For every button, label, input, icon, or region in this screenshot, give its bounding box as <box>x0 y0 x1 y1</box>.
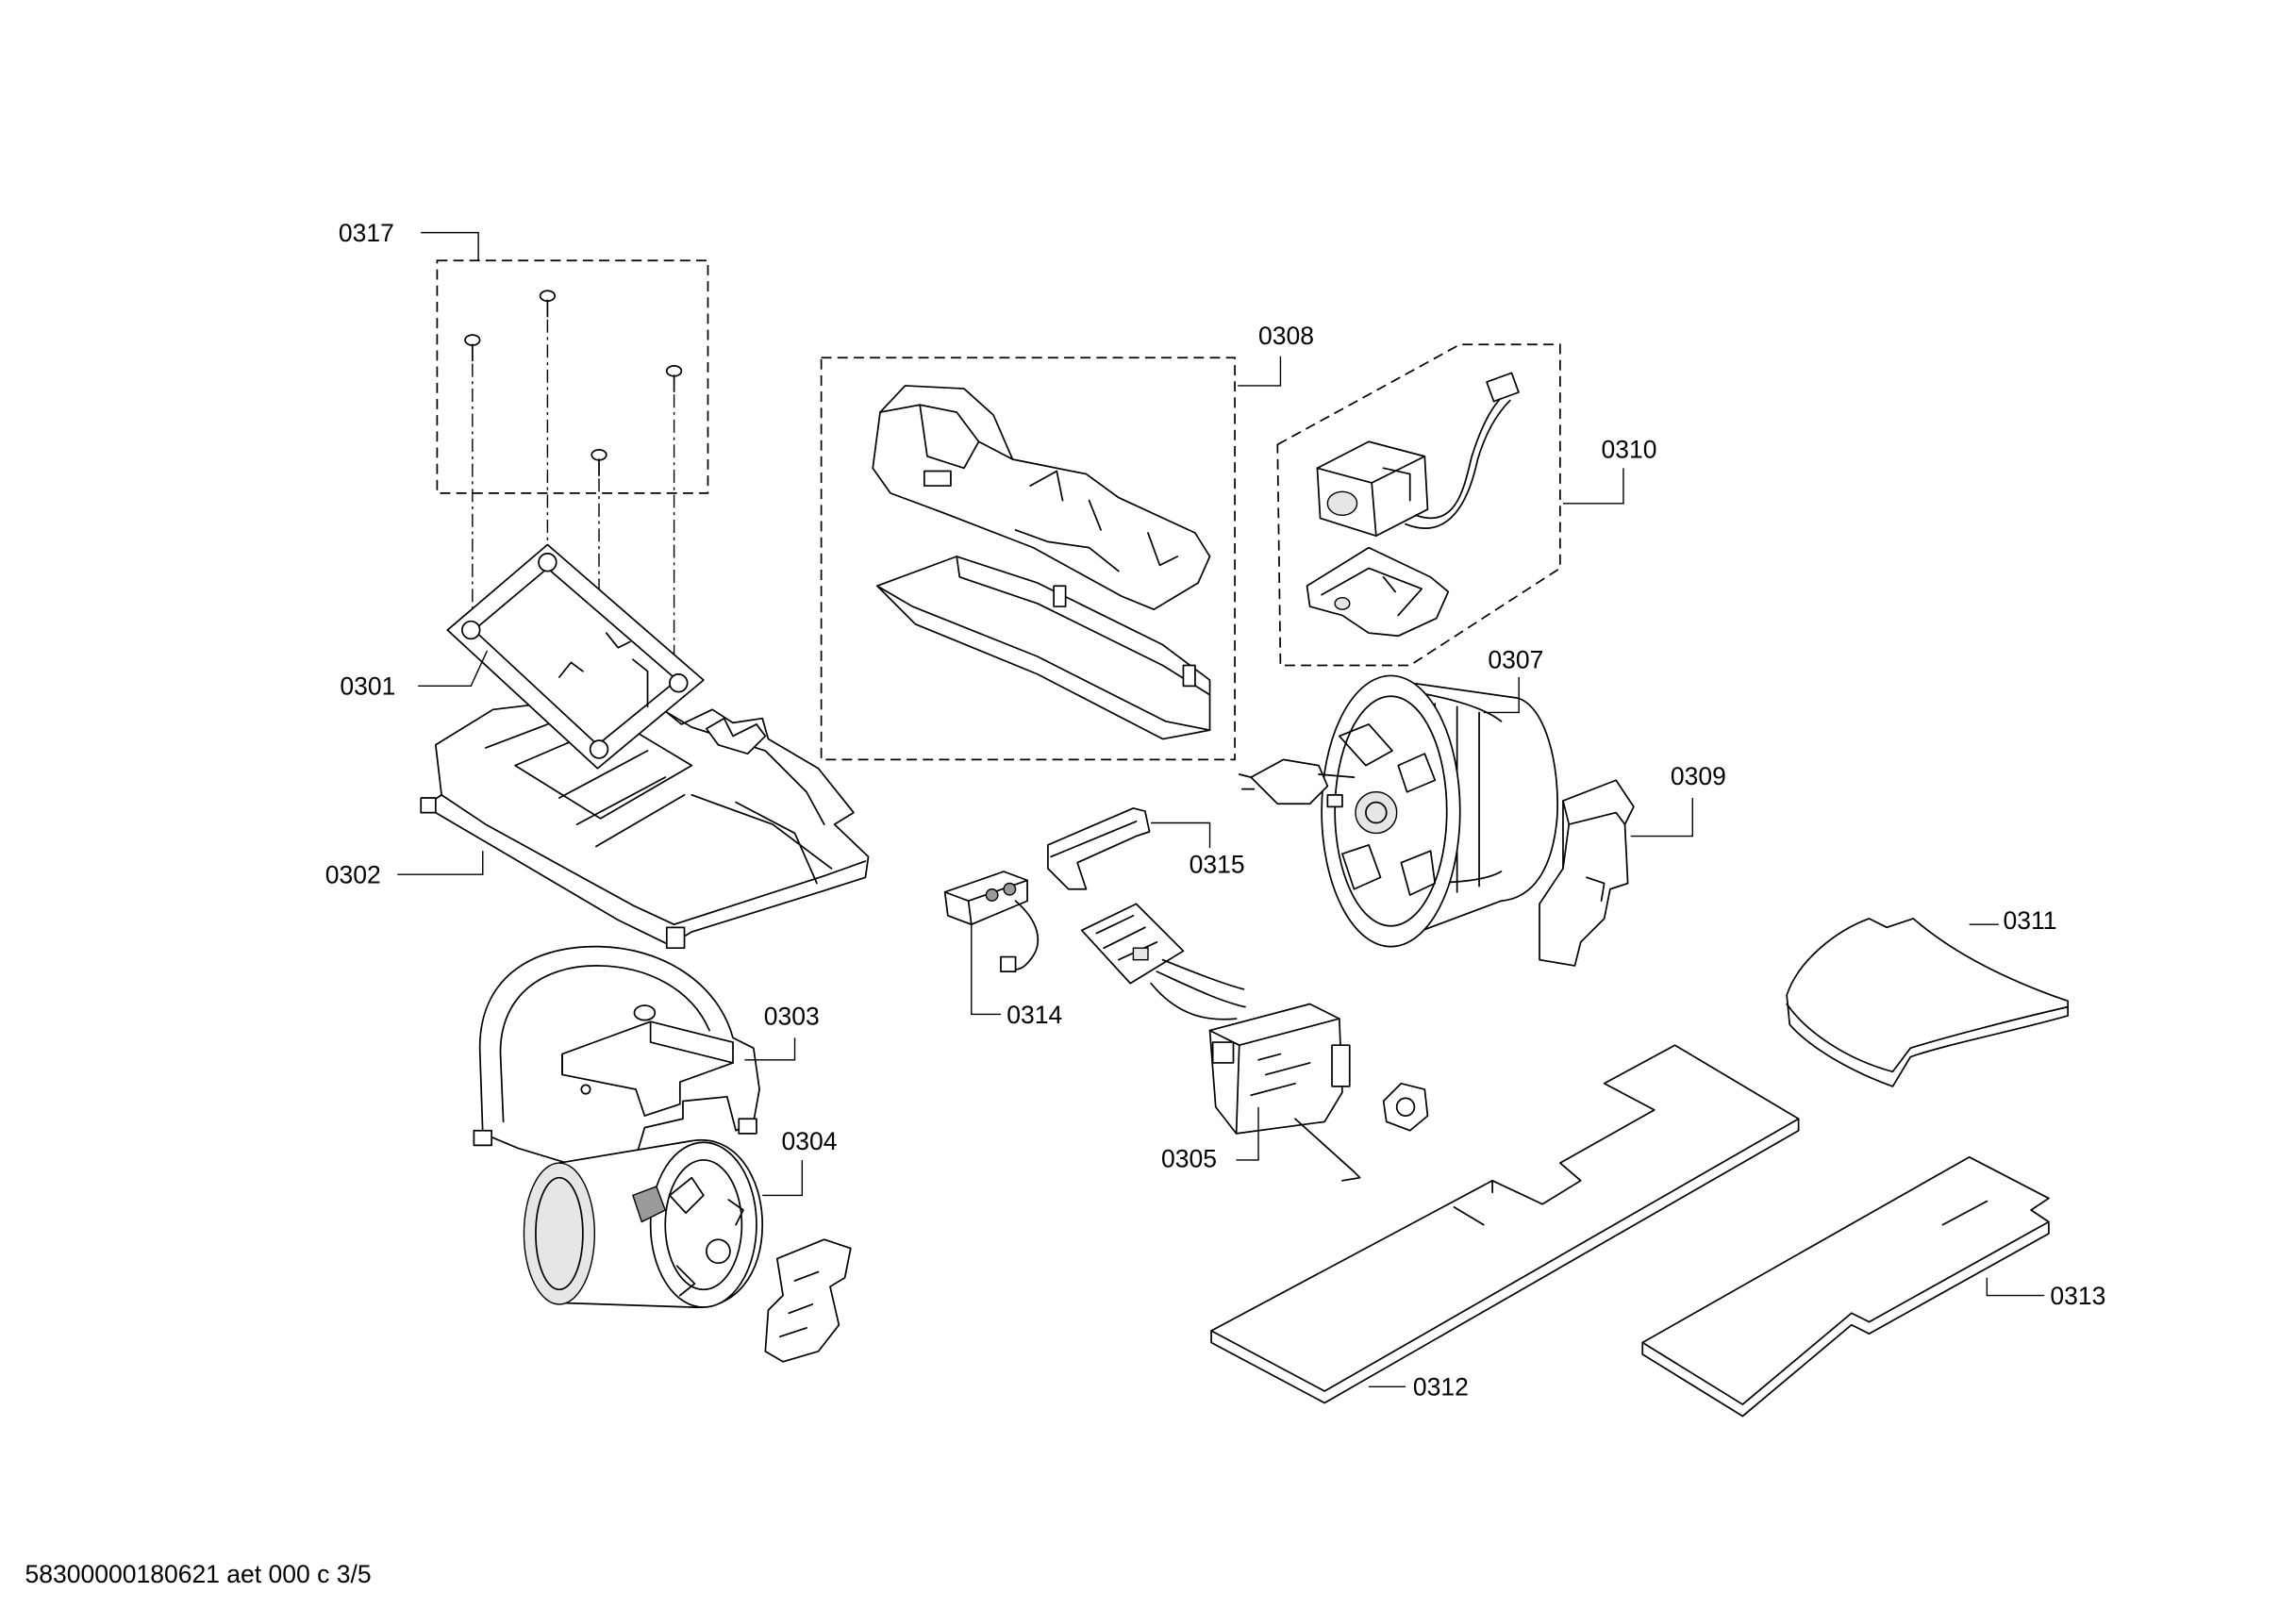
callout-0314: 0314 <box>1007 1001 1062 1029</box>
leader-0302 <box>397 851 484 875</box>
leader-0303 <box>744 1037 796 1061</box>
part-0303-fan-housing: 0303 <box>473 945 820 1186</box>
callout-0308: 0308 <box>1258 322 1314 350</box>
part-0309-holder: 0309 <box>1539 762 1726 967</box>
callout-0310: 0310 <box>1602 435 1657 463</box>
part-0304-bracket: 0304 <box>762 1127 852 1363</box>
callout-0315: 0315 <box>1190 851 1245 879</box>
part-0310-transformer-assembly: 0310 <box>1276 343 1657 667</box>
callout-0317: 0317 <box>339 219 394 247</box>
part-0317-screw-set: 0317 <box>339 219 709 739</box>
part-0304-motor <box>523 1138 764 1308</box>
callout-0305: 0305 <box>1161 1145 1217 1173</box>
leader-0314 <box>971 924 1001 1016</box>
part-0302-base-housing: 0302 <box>325 690 870 950</box>
screw-2 <box>539 290 557 554</box>
callout-0302: 0302 <box>325 861 381 889</box>
callout-0301: 0301 <box>340 672 395 701</box>
leader-0307 <box>1483 676 1520 714</box>
leader-0305 <box>1236 1106 1259 1161</box>
leader-0301 <box>418 650 489 688</box>
part-0313-board: 0313 <box>1641 1155 2105 1418</box>
callout-0312: 0312 <box>1413 1373 1469 1402</box>
callout-0311: 0311 <box>2004 906 2057 935</box>
callout-0313: 0313 <box>2050 1282 2105 1310</box>
leader-0317 <box>421 231 479 261</box>
part-0301-gasket: 0301 <box>340 543 705 770</box>
part-0314-switch: 0314 <box>943 871 1062 1029</box>
callout-0307: 0307 <box>1488 646 1543 674</box>
callout-0303: 0303 <box>764 1002 820 1030</box>
leader-0308 <box>1238 356 1282 387</box>
part-0308-cover-assembly: 0308 <box>820 322 1314 761</box>
part-0307-cable-reel: 0307 <box>1238 646 1558 948</box>
leader-0313 <box>1986 1277 2045 1297</box>
screw-1 <box>464 334 481 619</box>
leader-0304 <box>762 1159 804 1197</box>
callout-0309: 0309 <box>1671 762 1726 790</box>
part-0312-board: 0312 <box>1210 1044 1800 1404</box>
part-0315-clip: 0315 <box>1047 807 1245 890</box>
part-0305-electronics: 0305 <box>1080 903 1429 1182</box>
screw-4 <box>665 365 683 677</box>
leader-0309 <box>1630 797 1693 838</box>
leader-0310 <box>1562 468 1624 505</box>
leader-0315 <box>1151 821 1211 849</box>
part-0311-pad: 0311 <box>1786 906 2070 1087</box>
callout-0304: 0304 <box>781 1127 837 1155</box>
drawing-number-footer: 58300000180621 aet 000 c 3/5 <box>25 1560 372 1588</box>
